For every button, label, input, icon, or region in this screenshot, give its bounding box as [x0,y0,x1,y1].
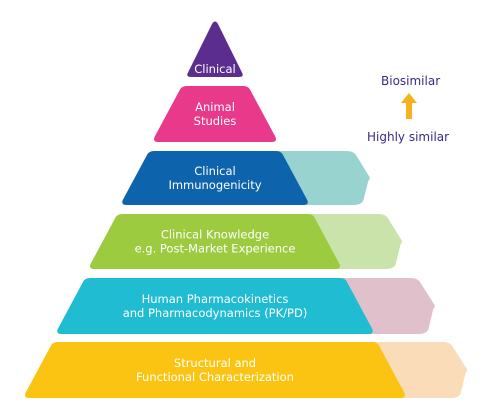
biosimilar-label: Biosimilar [381,74,441,88]
tier-3-label-line-1: Clinical [194,164,235,178]
tier-6-label-line-1: Structural and [174,356,256,370]
tier-5 [57,278,373,334]
tier-6-label-line-2: Functional Characterization [136,370,294,384]
tier-5-label-line-1: Human Pharmacokinetics [142,292,289,306]
tier-4 [90,214,340,269]
tiers-layer: ClinicalAnimalStudiesClinicalImmunogenic… [24,21,406,398]
highly-similar-label: Highly similar [367,130,450,144]
tier-4-label-line-1: Clinical Knowledge [161,228,269,242]
up-arrow-icon [401,93,417,119]
tier-5-label-line-2: and Pharmacodynamics (PK/PD) [123,306,308,320]
up-arrow-icon [401,93,417,119]
tier-1 [187,21,243,77]
tier-3-label-line-2: Immunogenicity [168,178,261,192]
tier-1-label-line-1: Clinical [194,62,235,76]
tier-2-label-line-2: Studies [194,114,237,128]
tier-6 [24,342,406,398]
tier-3 [122,151,308,205]
tier-2-label-line-1: Animal [195,100,235,114]
tier-4-label-line-2: e.g. Post-Market Experience [135,242,296,256]
tier-2 [154,86,276,142]
